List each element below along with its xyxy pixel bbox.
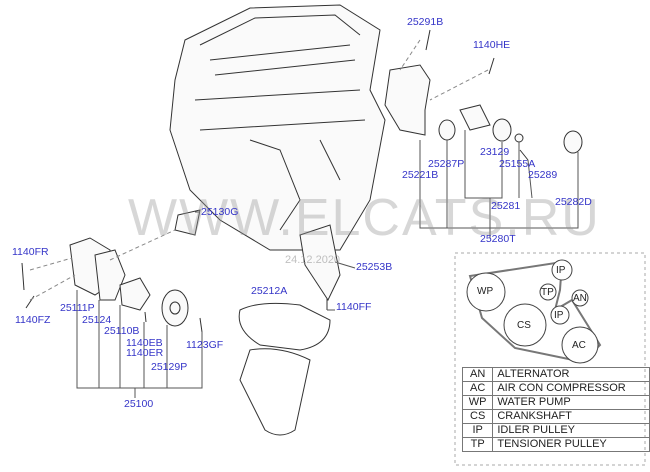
drive-belt-drawing [238,302,331,436]
part-label-25124[interactable]: 25124 [82,314,112,326]
belt-routing-inset [454,252,646,466]
watermark: WWW.ELCATS.RU [128,189,601,247]
water-pump-drawing [69,209,201,327]
legend-name: TENSIONER PULLEY [492,437,650,452]
part-label-1140eb[interactable]: 1140EB [126,337,163,349]
part-label-25111p[interactable]: 25111P [60,302,95,314]
legend-name: IDLER PULLEY [492,423,650,438]
part-label-25282d[interactable]: 25282D [555,196,592,208]
pulley-an [571,289,589,307]
part-label-1140ff[interactable]: 1140FF [336,301,372,313]
legend-abbr: TP [461,437,494,452]
part-label-1123gf[interactable]: 1123GF [186,339,224,351]
pulley-ac [561,326,599,364]
part-label-1140er[interactable]: 1140ER [126,347,164,359]
pulley-ip-bottom [550,305,570,325]
pulley-label-tp: TP [541,287,554,298]
part-label-1140he[interactable]: 1140HE [473,39,511,51]
part-label-1140fr[interactable]: 1140FR [12,246,49,258]
pulley-label-ip: IP [554,310,564,321]
part-label-25212a[interactable]: 25212A [251,285,288,297]
tensioner-drawing [299,64,583,302]
pulley-label-cs: CS [517,320,531,331]
part-label-25110b[interactable]: 25110B [104,325,140,337]
pulley-cs [503,303,547,347]
legend-abbr: AC [461,381,494,396]
legend-abbr: AN [461,367,494,382]
part-label-25129p[interactable]: 25129P [151,361,188,373]
legend-abbr: IP [461,423,494,438]
part-label-25287p[interactable]: 25287P [428,158,465,170]
part-label-25155a[interactable]: 25155A [499,158,536,170]
date-stamp: 24.12.2020 [285,254,341,266]
part-label-25291b[interactable]: 25291B [407,16,444,28]
pulley-ip-top [551,259,573,281]
part-label-25100[interactable]: 25100 [124,398,154,410]
part-label-23129[interactable]: 23129 [480,146,510,158]
part-label-25289[interactable]: 25289 [528,169,558,181]
legend-name: AIR CON COMPRESSOR [492,381,650,396]
part-label-25130g[interactable]: 25130G [201,206,239,218]
part-label-25221b[interactable]: 25221B [402,169,439,181]
legend-abbr: CS [461,409,494,424]
part-label-25281[interactable]: 25281 [491,200,521,212]
legend-name: ALTERNATOR [492,367,650,382]
part-label-25253b[interactable]: 25253B [356,261,393,273]
pulley-label-wp: WP [477,286,494,297]
legend-name: CRANKSHAFT [492,409,650,424]
legend-name: WATER PUMP [492,395,650,410]
part-label-25280t[interactable]: 25280T [480,233,516,245]
leader-lines [76,130,579,398]
pulley-wp [466,272,506,312]
pulley-label-ac: AC [572,340,586,351]
pulley-tp [539,283,557,301]
engine-block-drawing [169,4,386,251]
part-label-1140fz[interactable]: 1140FZ [15,314,51,326]
pulley-label-ip: IP [556,265,566,276]
pulley-label-an: AN [573,293,587,304]
legend-abbr: WP [461,395,494,410]
